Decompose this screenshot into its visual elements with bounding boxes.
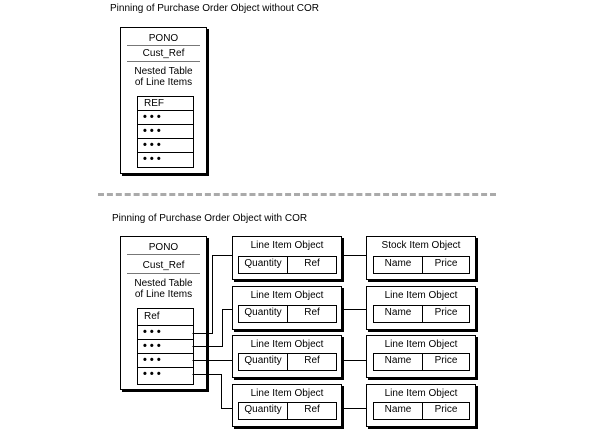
top-purchase-order-object: PONO Cust_Ref Nested Table of Line Items… bbox=[120, 27, 207, 174]
quantity-cell: Quantity bbox=[238, 402, 288, 420]
ref-cell: Ref bbox=[287, 353, 337, 371]
table-row: • • • bbox=[137, 110, 194, 125]
line-item-title: Line Item Object bbox=[250, 240, 324, 251]
line-item-object-1: Line Item Object Quantity Ref bbox=[232, 236, 342, 280]
top-nested-table-label-line1: Nested Table bbox=[134, 66, 193, 77]
table-row: • • • bbox=[137, 138, 194, 153]
target-title: Line Item Object bbox=[384, 339, 458, 350]
bottom-divider bbox=[127, 254, 200, 255]
table-row: • • • bbox=[137, 325, 194, 340]
top-cust-ref-label: Cust_Ref bbox=[142, 48, 185, 59]
line-item-object-4: Line Item Object Quantity Ref bbox=[232, 384, 342, 427]
price-cell: Price bbox=[422, 353, 470, 371]
table-row: • • • bbox=[137, 367, 194, 385]
bottom-caption: Pinning of Purchase Order Object with CO… bbox=[112, 213, 308, 224]
line-item-object-2: Line Item Object Quantity Ref bbox=[232, 286, 342, 330]
bottom-divider bbox=[127, 273, 200, 274]
price-cell: Price bbox=[422, 305, 470, 323]
line-item-title: Line Item Object bbox=[250, 339, 324, 350]
top-divider bbox=[127, 45, 200, 46]
price-cell: Price bbox=[422, 256, 470, 274]
top-pono-label: PONO bbox=[148, 33, 179, 44]
table-row: • • • bbox=[137, 339, 194, 354]
top-table-header: REF bbox=[137, 96, 194, 111]
target-title: Line Item Object bbox=[384, 388, 458, 399]
target-title: Line Item Object bbox=[384, 290, 458, 301]
ref-cell: Ref bbox=[287, 305, 337, 323]
line-item-object-3: Line Item Object Quantity Ref bbox=[232, 335, 342, 378]
section-divider bbox=[98, 193, 496, 196]
bottom-nested-table-label-line1: Nested Table bbox=[134, 278, 193, 289]
name-cell: Name bbox=[373, 256, 423, 274]
target-line-item-object-3: Line Item Object Name Price bbox=[366, 335, 476, 378]
name-cell: Name bbox=[373, 402, 423, 420]
bottom-nested-table: Ref • • • • • • • • • • • • bbox=[137, 308, 194, 385]
table-row: • • • bbox=[137, 124, 194, 139]
quantity-cell: Quantity bbox=[238, 256, 288, 274]
line-item-title: Line Item Object bbox=[250, 388, 324, 399]
top-divider bbox=[127, 61, 200, 62]
bottom-nested-table-label-line2: of Line Items bbox=[134, 289, 193, 300]
ref-cell: Ref bbox=[287, 256, 337, 274]
target-line-item-object-4: Line Item Object Name Price bbox=[366, 384, 476, 427]
price-cell: Price bbox=[422, 402, 470, 420]
stock-item-object: Stock Item Object Name Price bbox=[366, 236, 476, 280]
top-nested-table: REF • • • • • • • • • • • • bbox=[137, 96, 194, 168]
ref-cell: Ref bbox=[287, 402, 337, 420]
target-line-item-object-2: Line Item Object Name Price bbox=[366, 286, 476, 330]
line-item-title: Line Item Object bbox=[250, 290, 324, 301]
quantity-cell: Quantity bbox=[238, 305, 288, 323]
top-nested-table-label-line2: of Line Items bbox=[134, 77, 193, 88]
bottom-pono-label: PONO bbox=[148, 242, 179, 253]
target-title: Stock Item Object bbox=[381, 240, 461, 251]
bottom-cust-ref-label: Cust_Ref bbox=[142, 260, 185, 271]
quantity-cell: Quantity bbox=[238, 353, 288, 371]
bottom-purchase-order-object: PONO Cust_Ref Nested Table of Line Items… bbox=[120, 236, 207, 390]
name-cell: Name bbox=[373, 353, 423, 371]
bottom-table-header: Ref bbox=[137, 308, 194, 326]
table-row: • • • bbox=[137, 152, 194, 168]
top-caption: Pinning of Purchase Order Object without… bbox=[110, 3, 319, 14]
name-cell: Name bbox=[373, 305, 423, 323]
table-row: • • • bbox=[137, 353, 194, 368]
